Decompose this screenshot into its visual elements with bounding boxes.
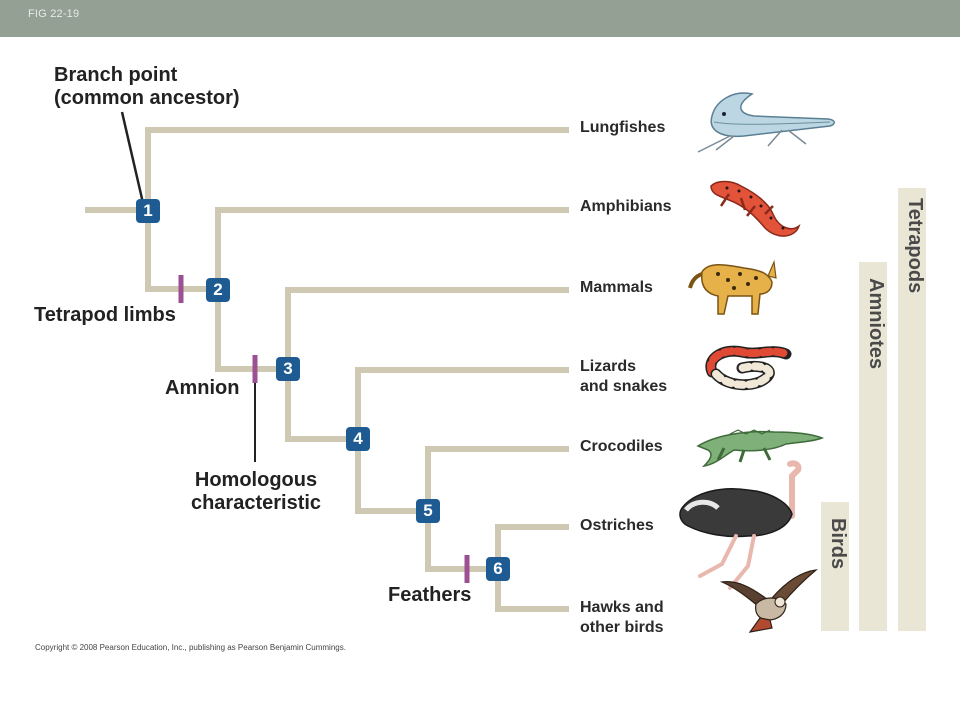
taxon-mammals: Mammals xyxy=(580,279,653,296)
snake-illustration xyxy=(705,345,792,391)
clade-bar-birds xyxy=(821,502,849,631)
node-badge-6: 6 xyxy=(486,557,510,581)
salamander-illustration xyxy=(710,180,801,237)
homologous-line2: characteristic xyxy=(190,492,322,514)
taxon-hawks-line2: other birds xyxy=(580,619,664,636)
clade-bar-tetrapods xyxy=(898,188,926,631)
node-badge-1: 1 xyxy=(136,199,160,223)
clade-bar-amniotes xyxy=(859,262,887,631)
ostrich-illustration xyxy=(679,460,802,590)
lungfish-illustration xyxy=(697,92,835,153)
clade-label-amniotes: Amniotes xyxy=(865,278,887,370)
taxon-hawks-line1: Hawks and xyxy=(580,599,664,616)
node-badge-5: 5 xyxy=(416,499,440,523)
clade-label-tetrapods: Tetrapods xyxy=(904,198,926,294)
taxon-crocodiles: Crocodiles xyxy=(580,438,663,455)
branch-point-line2: (common ancestor) xyxy=(54,87,240,109)
node-badge-2: 2 xyxy=(206,278,230,302)
taxon-lizards-line1: Lizards xyxy=(580,358,637,375)
taxon-lizards-and-snakes: Lizards and snakes xyxy=(580,357,667,397)
taxon-hawks-and-other-birds: Hawks and other birds xyxy=(580,598,664,638)
node-badge-3: 3 xyxy=(276,357,300,381)
feathers-label: Feathers xyxy=(388,584,472,606)
branch-point-pointer xyxy=(120,111,145,204)
wildcat-illustration xyxy=(688,259,777,315)
hawk-illustration xyxy=(720,569,818,633)
node-badge-4: 4 xyxy=(346,427,370,451)
crocodile-illustration xyxy=(696,429,825,468)
amnion-label: Amnion xyxy=(165,377,240,399)
header-bar: FIG 22-19 xyxy=(0,0,960,37)
figure-label: FIG 22-19 xyxy=(28,8,80,20)
branch-point-line1: Branch point xyxy=(54,64,178,86)
homologous-line1: Homologous xyxy=(194,469,318,491)
taxon-lungfishes: Lungfishes xyxy=(580,119,666,136)
branch-point-label: Branch point (common ancestor) xyxy=(54,64,240,110)
homologous-characteristic-label: Homologous characteristic xyxy=(174,469,338,515)
taxon-ostriches: Ostriches xyxy=(580,517,654,534)
tetrapod-limbs-label: Tetrapod limbs xyxy=(34,304,176,326)
copyright-notice: Copyright © 2008 Pearson Education, Inc.… xyxy=(35,643,346,652)
clade-label-birds: Birds xyxy=(827,518,849,570)
taxon-amphibians: Amphibians xyxy=(580,198,672,215)
taxon-lizards-line2: and snakes xyxy=(580,378,668,395)
